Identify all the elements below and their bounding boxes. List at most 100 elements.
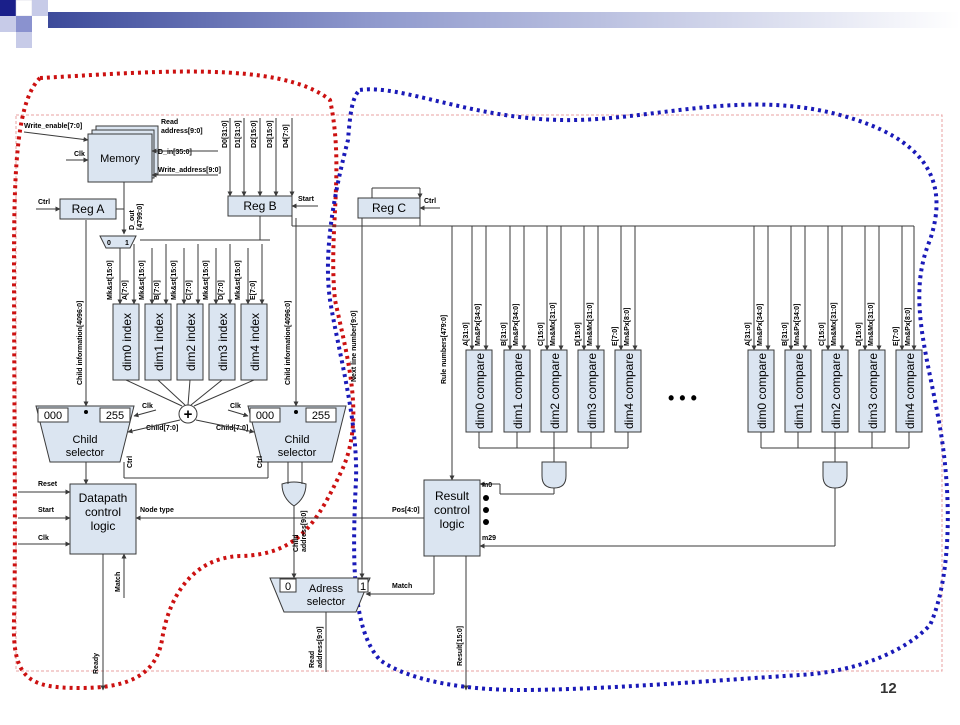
svg-text:C[15:0]: C[15:0]	[538, 322, 545, 346]
compare-block-3b: dim3 compare	[866, 353, 880, 429]
ctrl-label-rega: Ctrl	[38, 199, 50, 206]
svg-text:E[7:0]: E[7:0]	[893, 327, 900, 346]
svg-text:A[31:0]: A[31:0]	[745, 322, 752, 346]
svg-text:Mn&Mx[31:0]: Mn&Mx[31:0]	[550, 302, 557, 346]
svg-text:A[7:0]: A[7:0]	[122, 280, 129, 300]
d-bus-2: D2[15:0]	[251, 120, 258, 148]
m0-label: m0	[482, 482, 492, 489]
svg-text:255: 255	[106, 410, 124, 422]
svg-text:Clk: Clk	[142, 403, 153, 410]
svg-text:Mk&st[15:0]: Mk&st[15:0]	[235, 260, 242, 300]
ctrl-left-label: Ctrl	[127, 456, 134, 468]
result-bus-label: Result[15:0]	[457, 626, 464, 666]
d-bus-4: D4[7:0]	[283, 124, 290, 148]
reg-b: Reg B	[227, 195, 293, 217]
child-bus-right: Child[7:0]	[216, 425, 248, 432]
start-label-regb: Start	[298, 196, 315, 203]
child-address-label: Childaddress[9:0]	[293, 510, 308, 552]
svg-text:Mn&Px[34:0]: Mn&Px[34:0]	[513, 304, 520, 346]
page-number: 12	[880, 680, 897, 697]
index-inputs: Mk&st[15:0] A[7:0] Mk&st[15:0] B[7:0] Mk…	[107, 244, 265, 305]
svg-text:D[15:0]: D[15:0]	[856, 322, 863, 346]
compare-lines-group2	[751, 226, 917, 351]
compare-block-3: dim3 compare	[585, 353, 599, 429]
compare-block-4: dim4 compare	[622, 353, 636, 429]
vertical-dots	[483, 495, 489, 525]
svg-text:C[7:0]: C[7:0]	[186, 280, 193, 300]
compare-inputs-group2: A[31:0] Mn&Px[34:0] B[31:0] Mn&Px[34:0] …	[745, 302, 912, 346]
reg-c-label: Reg C	[372, 201, 406, 215]
rule-numbers-label: Rule numbers[479:0]	[441, 315, 448, 384]
svg-text:E[7:0]: E[7:0]	[250, 281, 257, 300]
m29-label: m29	[482, 535, 496, 542]
compare-block-4b: dim4 compare	[903, 353, 917, 429]
svg-text:255: 255	[312, 410, 330, 422]
match-label-address: Match	[392, 583, 412, 590]
svg-text:0: 0	[107, 240, 111, 247]
index-block-4: dim4 index	[248, 313, 262, 371]
svg-text:1: 1	[125, 240, 129, 247]
d-bus-1: D1[31:0]	[235, 120, 242, 148]
svg-text:1: 1	[360, 581, 366, 593]
reg-b-label: Reg B	[243, 199, 276, 213]
compare-lines-group1	[469, 226, 638, 351]
ellipsis: • • •	[668, 388, 697, 408]
reg-a-label: Reg A	[72, 202, 105, 216]
memory-label: Memory	[100, 153, 140, 165]
red-region-outline	[11, 69, 356, 691]
blue-region-outline	[325, 87, 950, 693]
memory-block: Memory	[87, 125, 159, 183]
compare-blocks-group1: dim0 compare dim1 compare dim2 compare d…	[465, 349, 642, 433]
start-label: Start	[38, 507, 55, 514]
index-block-0: dim0 index	[120, 313, 134, 371]
compare-block-0: dim0 compare	[473, 353, 487, 429]
write-address-label: Write_address[9:0]	[158, 167, 221, 174]
diagram-frame	[15, 114, 943, 672]
svg-text:A[31:0]: A[31:0]	[463, 322, 470, 346]
svg-text:Mn&Px[8:0]: Mn&Px[8:0]	[624, 307, 631, 346]
svg-text:Mk&st[15:0]: Mk&st[15:0]	[203, 260, 210, 300]
child-bus-left: Child[7:0]	[146, 425, 178, 432]
clk-label-memory: Clk	[74, 151, 85, 158]
svg-text:Mn&Px[34:0]: Mn&Px[34:0]	[794, 304, 801, 346]
svg-text:Mn&Px[34:0]: Mn&Px[34:0]	[757, 304, 764, 346]
svg-text:Mk&st[15:0]: Mk&st[15:0]	[107, 260, 114, 300]
index-block-2: dim2 index	[184, 313, 198, 371]
svg-text:Mk&st[15:0]: Mk&st[15:0]	[171, 260, 178, 300]
svg-text:B[7:0]: B[7:0]	[154, 280, 161, 300]
ctrl-label-regc: Ctrl	[424, 198, 436, 205]
d-out-label: D_out[4799:0]	[129, 204, 144, 230]
svg-text:Mn&Mx[31:0]: Mn&Mx[31:0]	[868, 302, 875, 346]
svg-text:Mn&Px[8:0]: Mn&Px[8:0]	[905, 307, 912, 346]
write-enable-label: Write_enable[7:0]	[24, 123, 82, 130]
node-type-label: Node type	[140, 507, 174, 514]
d-bus-0: D0[31:0]	[222, 120, 229, 148]
d-buses: D0[31:0] D1[31:0] D2[15:0] D3[15:0] D4[7…	[222, 118, 295, 197]
svg-text:Mn&Mx[31:0]: Mn&Mx[31:0]	[587, 302, 594, 346]
svg-text:B[31:0]: B[31:0]	[782, 322, 789, 346]
compare-block-1b: dim1 compare	[792, 353, 806, 429]
svg-text:D[7:0]: D[7:0]	[218, 280, 225, 300]
and-gate-group2	[479, 432, 910, 549]
svg-text:E[7:0]: E[7:0]	[612, 327, 619, 346]
ready-label: Ready	[93, 653, 100, 674]
index-block-1: dim1 index	[152, 313, 166, 371]
child-info-right: Child information[4096:0]	[285, 301, 292, 385]
svg-text:000: 000	[44, 410, 62, 422]
index-blocks: dim0 index dim1 index dim2 index dim3 in…	[112, 303, 268, 381]
reg-c: Reg C	[357, 197, 421, 219]
svg-text:+: +	[184, 406, 193, 423]
svg-text:Mn&Px[34:0]: Mn&Px[34:0]	[475, 304, 482, 346]
adder: +	[125, 379, 255, 424]
reg-a: Reg A	[59, 198, 117, 220]
match-label-datapath: Match	[115, 572, 122, 592]
